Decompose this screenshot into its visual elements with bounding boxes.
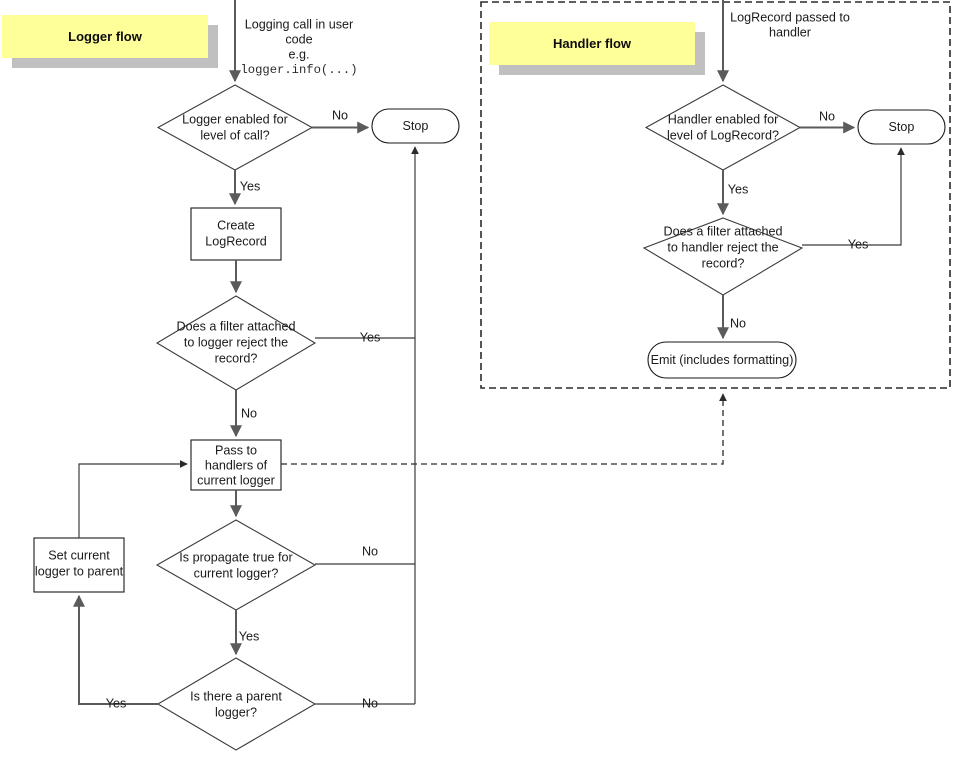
edge-set-parent-to-pass bbox=[78, 460, 188, 538]
logger-flow-title-label: Logger flow bbox=[68, 29, 143, 44]
is-propagate-diamond-fill bbox=[157, 520, 315, 610]
logger-stop-label: Stop bbox=[403, 119, 429, 133]
edge-label-has-parent-no: No bbox=[362, 696, 378, 710]
handler-enabled-label-line2: level of LogRecord? bbox=[667, 128, 779, 142]
emit-terminator bbox=[647, 341, 797, 379]
edge-label-propagate-no: No bbox=[362, 544, 378, 558]
pass-to-handlers-label-line3: current logger bbox=[197, 473, 275, 487]
edge-label-handler-filter-no: No bbox=[730, 316, 746, 330]
edge-has-parent-yes bbox=[73, 594, 158, 705]
handler-filter-diamond-fill bbox=[644, 218, 802, 295]
logger-stop-fill bbox=[372, 109, 459, 143]
logger-enabled-label-line1: Logger enabled for bbox=[182, 112, 288, 126]
logger-stop-terminator bbox=[371, 108, 460, 144]
edge-logger-filter-yes bbox=[315, 146, 419, 339]
edge-label-handler-enabled-no: No bbox=[819, 109, 835, 123]
handler-filter-label-line2: to handler reject the bbox=[667, 240, 778, 254]
handler-enabled-label-line1: Handler enabled for bbox=[668, 112, 779, 126]
edge-label-has-parent-yes: Yes bbox=[106, 696, 127, 710]
edge-label-handler-filter-yes: Yes bbox=[848, 237, 869, 251]
has-parent-diamond bbox=[156, 657, 317, 751]
edge-handler-filter-yes bbox=[802, 147, 905, 246]
edge-label-logger-enabled-yes: Yes bbox=[240, 179, 261, 193]
edge-label-propagate-yes: Yes bbox=[239, 629, 260, 643]
create-logrecord-label-line1: Create bbox=[217, 218, 255, 232]
edge-pass-to-handler-flow-dashed bbox=[281, 393, 727, 465]
edge-label-logger-filter-no: No bbox=[241, 406, 257, 420]
set-parent-label-line1: Set current bbox=[48, 548, 110, 562]
is-propagate-label-line2: current logger? bbox=[194, 566, 279, 580]
handler-flow-title-label: Handler flow bbox=[553, 36, 632, 51]
handler-flow-title-box bbox=[489, 22, 695, 65]
create-logrecord-fill bbox=[191, 208, 281, 260]
handler-entry-caption-line1: LogRecord passed to bbox=[730, 10, 850, 24]
has-parent-diamond-fill bbox=[158, 658, 315, 750]
has-parent-label-line2: logger? bbox=[215, 705, 257, 719]
logger-filter-label-line1: Does a filter attached bbox=[176, 319, 295, 333]
create-logrecord-label-line2: LogRecord bbox=[205, 234, 267, 248]
logger-enabled-label-line2: level of call? bbox=[200, 128, 269, 142]
pass-to-handlers-label-line1: Pass to bbox=[215, 443, 257, 457]
edge-label-logger-enabled-no: No bbox=[332, 108, 348, 122]
logger-filter-label-line3: record? bbox=[215, 351, 258, 365]
edge-label-logger-filter-yes: Yes bbox=[360, 330, 381, 344]
handler-flow-group-box bbox=[480, 1, 951, 389]
logger-flow-title-box bbox=[2, 15, 208, 58]
logger-entry-caption-line2: code bbox=[285, 32, 312, 46]
handler-stop-terminator bbox=[857, 109, 946, 145]
logger-entry-caption-code: logger.info(...) bbox=[240, 63, 357, 77]
logger-filter-label-line2: to logger reject the bbox=[184, 335, 288, 349]
handler-filter-label-line3: record? bbox=[702, 256, 745, 270]
logger-entry-caption-line1: Logging call in user bbox=[245, 17, 354, 31]
set-parent-label-line2: logger to parent bbox=[35, 564, 124, 578]
handler-entry-caption-line2: handler bbox=[769, 25, 811, 39]
has-parent-label-line1: Is there a parent bbox=[190, 689, 282, 703]
set-parent-fill bbox=[34, 538, 124, 592]
handler-stop-fill bbox=[858, 110, 945, 144]
emit-label: Emit (includes formatting) bbox=[651, 353, 794, 367]
edge-label-handler-enabled-yes: Yes bbox=[728, 182, 749, 196]
pass-to-handlers-fill bbox=[191, 440, 281, 490]
handler-stop-label: Stop bbox=[889, 120, 915, 134]
pass-to-handlers-label-line2: handlers of bbox=[205, 458, 268, 472]
emit-fill bbox=[648, 342, 796, 378]
logger-entry-caption-line3: e.g. bbox=[288, 47, 309, 61]
is-propagate-label-line1: Is propagate true for bbox=[179, 550, 292, 564]
handler-filter-label-line1: Does a filter attached bbox=[663, 224, 782, 238]
